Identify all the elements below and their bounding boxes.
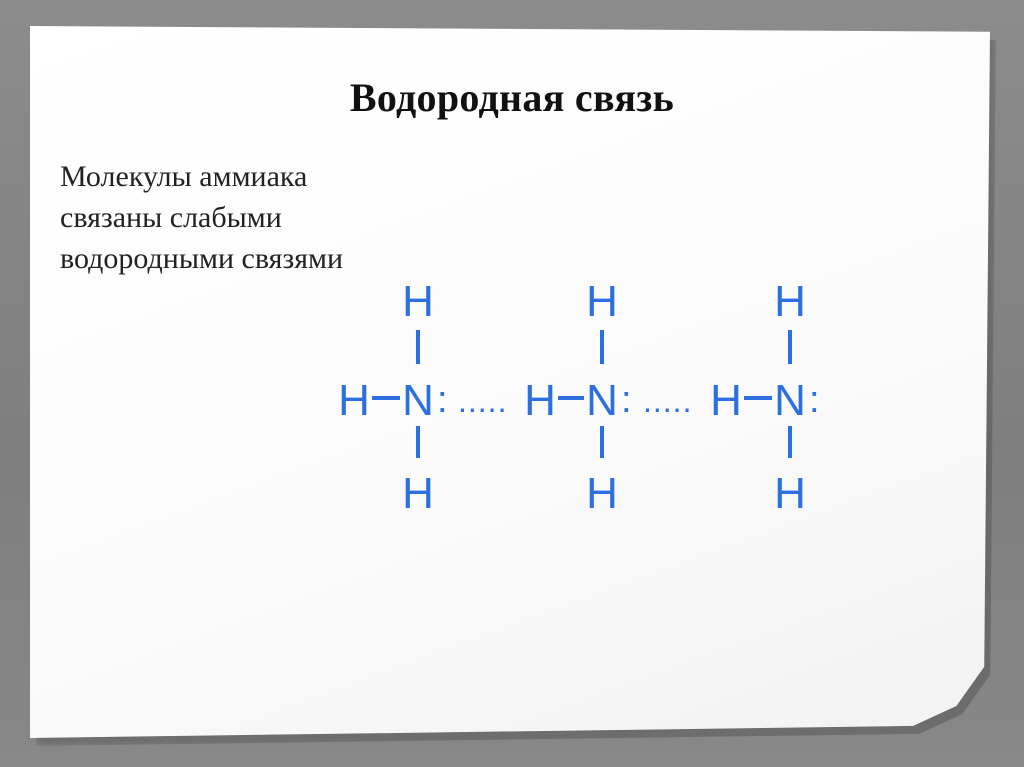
atom-h-left: H (524, 376, 556, 425)
lone-pair: : (621, 379, 632, 421)
hydrogen-bond-mark: ..... (643, 383, 692, 419)
description-line: водородными связями (60, 242, 344, 275)
ammonia-molecule-3: H H N : H (710, 277, 819, 518)
atom-h-left: H (338, 376, 370, 425)
atom-h-bottom: H (402, 469, 434, 518)
description-line: связаны слабыми (60, 201, 282, 234)
lone-pair: : (437, 379, 448, 421)
atom-n: N (586, 376, 618, 425)
slide-title: Водородная связь (349, 75, 675, 120)
slide-paper (30, 26, 990, 738)
ammonia-molecule-2: H H N : H (524, 277, 631, 518)
atom-h-bottom: H (774, 469, 806, 518)
slide-description: Молекулы аммиака связаны слабыми водород… (60, 156, 420, 279)
atom-h-top: H (586, 277, 618, 326)
atom-h-top: H (402, 277, 434, 326)
lone-pair: : (809, 379, 820, 421)
atom-n: N (774, 376, 806, 425)
hydrogen-bond-mark: ..... (458, 383, 507, 419)
description-line: Молекулы аммиака (60, 160, 308, 193)
ammonia-hydrogen-bond-diagram: H H N : H ..... H H N : H ..... H H N : … (338, 277, 819, 518)
atom-n: N (402, 376, 434, 425)
ammonia-molecule-1: H H N : H (338, 277, 447, 518)
atom-h-left: H (710, 376, 742, 425)
atom-h-bottom: H (586, 469, 618, 518)
atom-h-top: H (774, 277, 806, 326)
